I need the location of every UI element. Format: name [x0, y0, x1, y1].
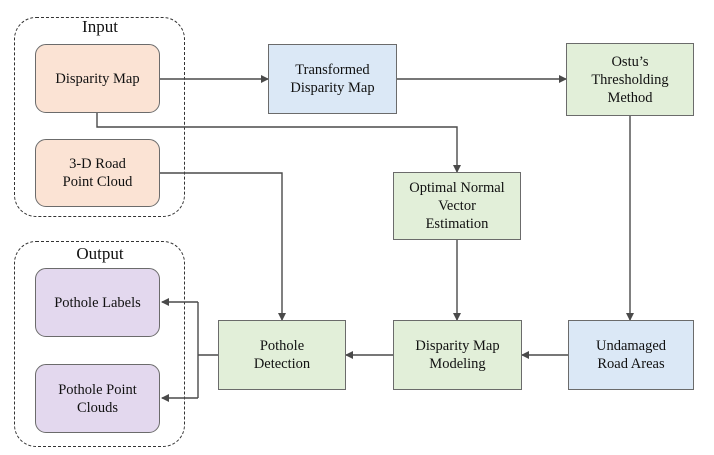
input-group-title: Input [68, 18, 132, 36]
disparity-map-node: Disparity Map [35, 44, 160, 113]
otsu-thresholding-node: Ostu’s Thresholding Method [566, 43, 694, 116]
output-group [14, 241, 185, 447]
optimal-normal-vector-estimation-node: Optimal Normal Vector Estimation [393, 172, 521, 240]
input-group [14, 17, 185, 217]
edge-pothole-detection-branch [197, 302, 218, 398]
edge-disparity-to-normal-estimation [96, 113, 461, 173]
edge-pointcloud-to-pothole-detection [160, 172, 286, 321]
road-point-cloud-node: 3-D Road Point Cloud [35, 139, 160, 207]
pothole-labels-node: Pothole Labels [35, 268, 160, 337]
undamaged-road-areas-node: Undamaged Road Areas [568, 320, 694, 390]
transformed-disparity-map-node: Transformed Disparity Map [268, 44, 397, 114]
pothole-point-clouds-node: Pothole Point Clouds [35, 364, 160, 433]
pothole-detection-node: Pothole Detection [218, 320, 346, 390]
output-group-title: Output [64, 245, 136, 263]
disparity-map-modeling-node: Disparity Map Modeling [393, 320, 522, 390]
